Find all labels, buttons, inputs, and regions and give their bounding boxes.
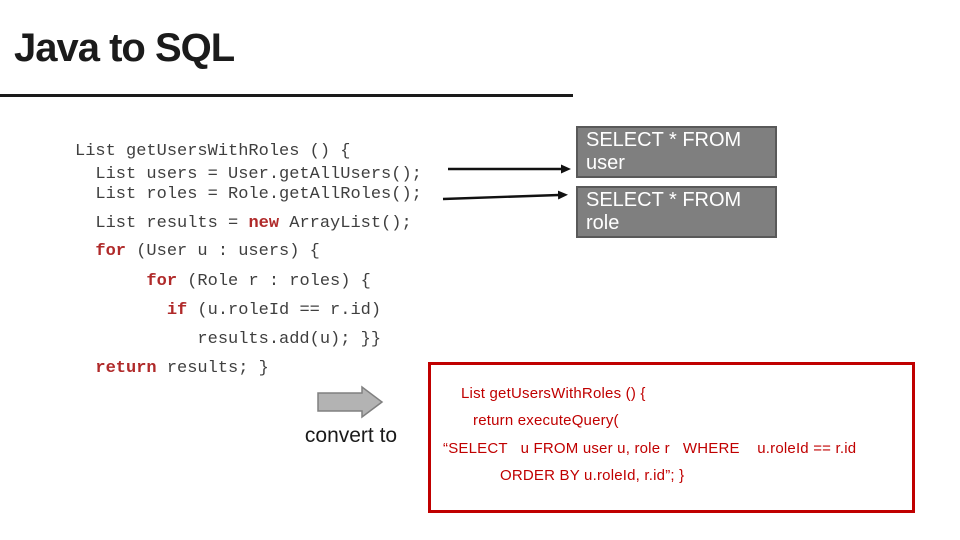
code-to-sql-arrows: [442, 164, 571, 201]
code-keyword: for: [95, 242, 127, 261]
sql-method-box: List getUsersWithRoles () { return execu…: [428, 362, 915, 513]
code-text: (User u : users) {: [126, 242, 320, 261]
sql-method-line: return executeQuery(: [473, 412, 619, 429]
code-text: (u.roleId == r.id): [187, 301, 382, 320]
java-code-line: for (User u : users) {: [75, 241, 320, 262]
sql-method-line: List getUsersWithRoles () {: [461, 385, 646, 402]
code-text: results.add(u); }}: [75, 330, 382, 349]
code-text: [75, 301, 167, 320]
code-text: [75, 272, 146, 291]
java-code-line: List results = new ArrayList();: [75, 213, 412, 234]
code-text: ArrayList();: [279, 214, 412, 233]
sql-box-role: SELECT * FROM role: [576, 186, 777, 238]
java-code-line: List getUsersWithRoles () {: [75, 141, 350, 162]
java-code-line: for (Role r : roles) {: [75, 271, 371, 292]
java-code-line: results.add(u); }}: [75, 329, 381, 350]
sql-method-line: ORDER BY u.roleId, r.id”; }: [500, 467, 685, 484]
code-text: [75, 359, 95, 378]
convert-to-label: convert to: [304, 424, 398, 447]
convert-block-arrow-icon: [317, 385, 384, 419]
sql-box-role-label: SELECT * FROM role: [586, 189, 742, 234]
code-keyword: return: [95, 359, 157, 378]
code-text: List getUsersWithRoles () {: [75, 142, 351, 161]
title-underline: [0, 94, 573, 97]
sql-box-user: SELECT * FROM user: [576, 126, 777, 178]
arrow-roles-to-role-box: [442, 190, 568, 201]
code-text: List results =: [75, 214, 249, 233]
code-text: List roles = Role.getAllRoles();: [75, 185, 422, 204]
code-text: results; }: [156, 359, 269, 378]
code-keyword: new: [248, 214, 280, 233]
java-code-line: List users = User.getAllUsers();: [75, 164, 422, 185]
slide-title: Java to SQL: [14, 26, 235, 70]
sql-method-line: “SELECT u FROM user u, role r WHERE u.ro…: [443, 440, 857, 457]
java-code-line: return results; }: [75, 358, 269, 379]
code-text: (Role r : roles) {: [177, 272, 371, 291]
java-code-line: if (u.roleId == r.id): [75, 300, 381, 321]
code-text: [75, 242, 95, 261]
code-keyword: if: [166, 301, 188, 320]
java-code-line: List roles = Role.getAllRoles();: [75, 184, 422, 205]
code-text: List users = User.getAllUsers();: [75, 165, 422, 184]
code-keyword: for: [146, 272, 178, 291]
sql-box-user-label: SELECT * FROM user: [586, 129, 742, 174]
